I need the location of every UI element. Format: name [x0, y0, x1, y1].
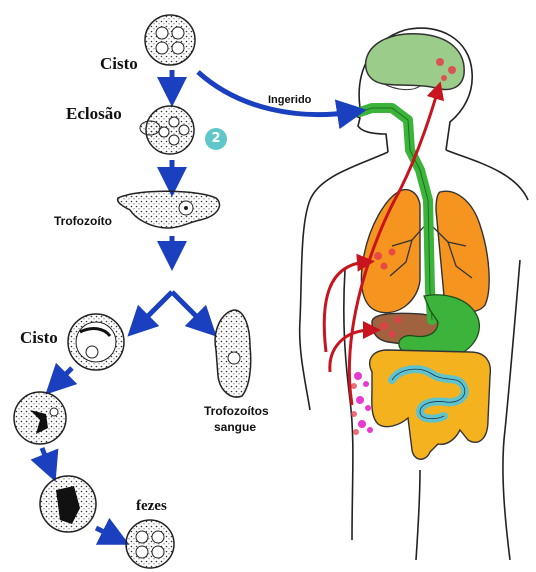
arrow-cyst-to-stage3 — [56, 368, 72, 384]
lung-lesion-dot — [374, 252, 382, 260]
brain — [366, 34, 465, 90]
label-ingested: Ingerido — [268, 94, 311, 106]
excystation-stage — [140, 106, 194, 154]
liver-lesion-dot — [380, 322, 388, 330]
label-feces: fezes — [136, 498, 167, 515]
trophozoite — [118, 191, 220, 228]
brain-lesion-dot — [448, 66, 456, 74]
step-badge: 2 — [205, 128, 227, 150]
brain-lesion-dot — [436, 58, 444, 66]
cyst-lower — [68, 314, 124, 370]
cyst-stage-4 — [40, 476, 96, 532]
blood-trophozoite — [215, 310, 251, 397]
arrow-branch-to-cyst — [138, 292, 172, 326]
arrow-stage3-to-stage4 — [42, 448, 50, 468]
liver-lesion-dot — [389, 331, 396, 338]
colon-parasite-markers — [354, 372, 373, 433]
label-cyst-lower: Cisto — [20, 328, 58, 348]
lung-lesion-dot — [389, 249, 396, 256]
right-lung — [436, 191, 489, 311]
lung-lesion-dot — [381, 263, 388, 270]
cyst-feces — [126, 520, 174, 568]
label-cyst-top: Cisto — [100, 54, 138, 74]
arrow-stage4-to-feces — [96, 528, 116, 538]
cyst-stage-3 — [14, 392, 66, 444]
label-blood-trophozoites-line1: Trofozoítos — [204, 404, 269, 418]
brain-lesion-dot — [441, 75, 447, 81]
label-trophozoite: Trofozoíto — [54, 214, 112, 228]
label-blood-trophozoites-line2: sangue — [214, 420, 256, 434]
cyst-top — [145, 15, 195, 65]
liver-lesion-dot — [395, 317, 402, 324]
arrow-branch-to-blood — [172, 292, 206, 326]
label-excystation: Eclosão — [66, 104, 122, 124]
